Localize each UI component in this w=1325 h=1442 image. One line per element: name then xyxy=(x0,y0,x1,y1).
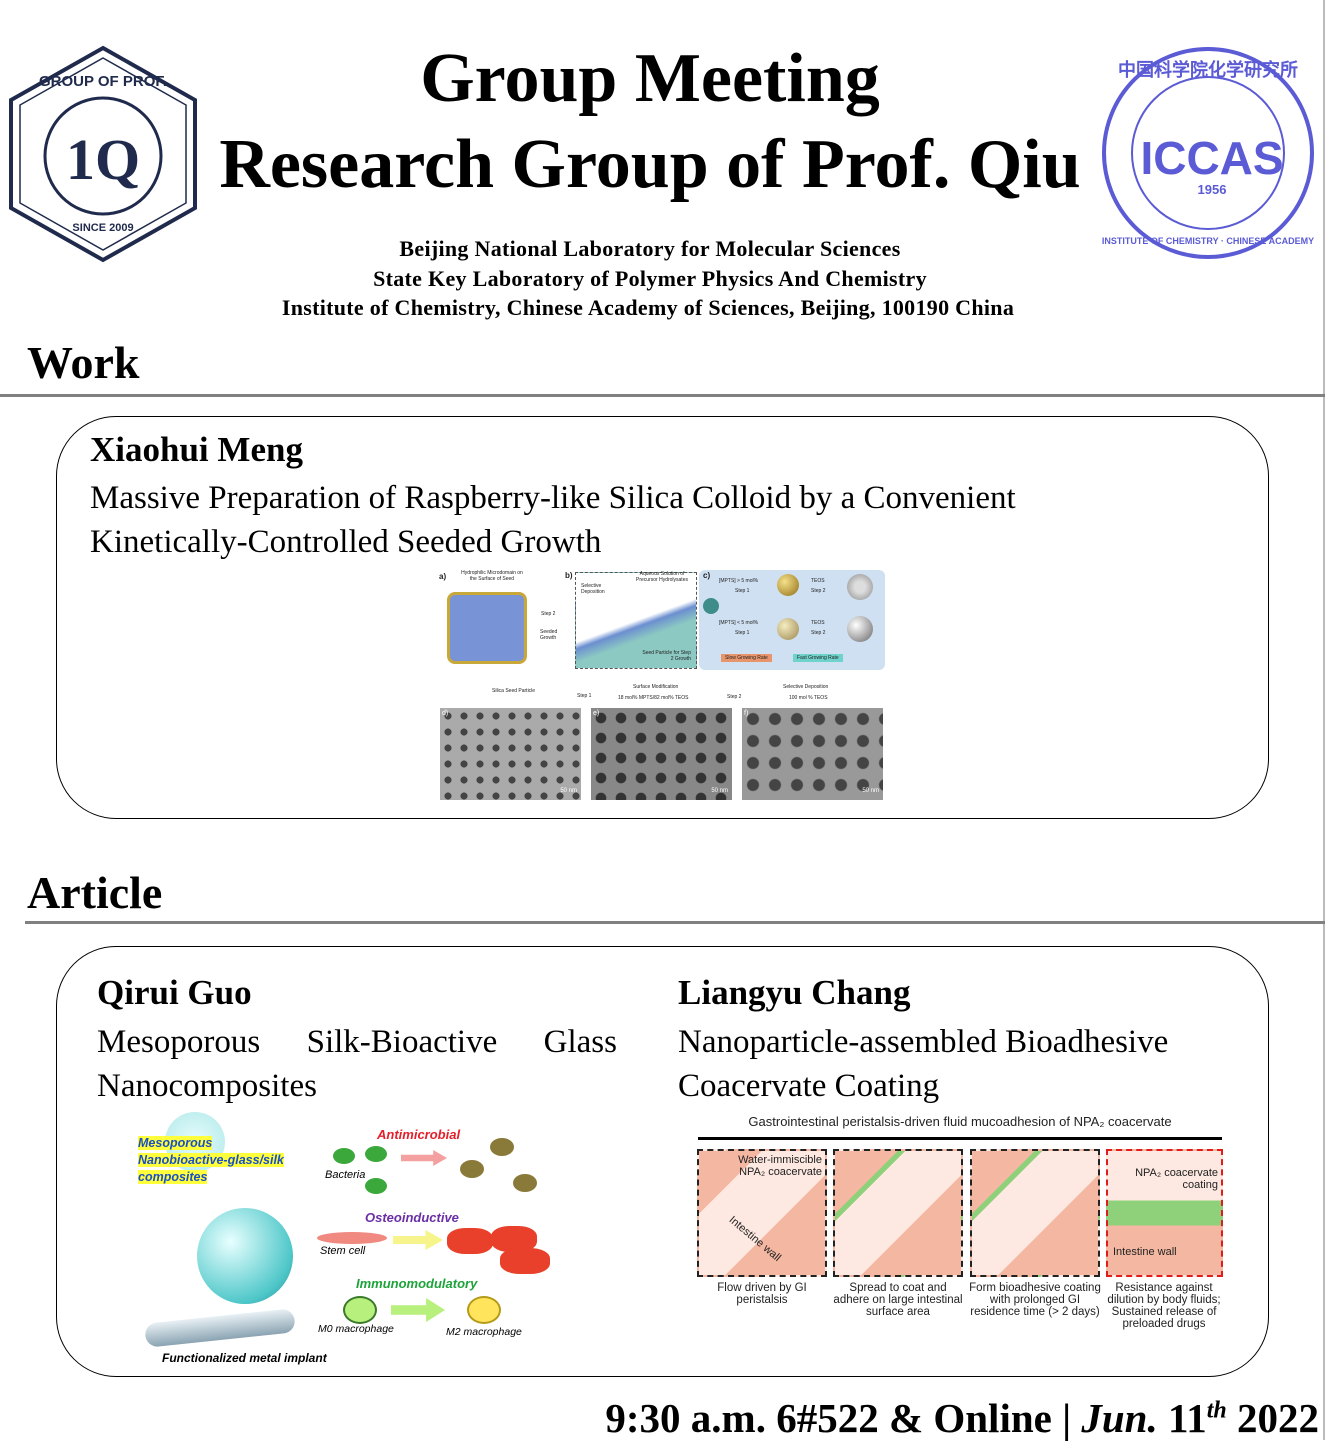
article-right-title-line2: Coacervate Coating xyxy=(678,1068,940,1104)
panel-4: NPA₂ coacervate coating Intestine wall xyxy=(1106,1149,1223,1277)
panel-b-image xyxy=(575,572,697,669)
nanocomposite-sphere xyxy=(197,1208,293,1304)
page-border xyxy=(1323,0,1325,1440)
work-title-line2: Kinetically-Controlled Seeded Growth xyxy=(90,524,602,560)
caption-4: Resistance against dilution by body flui… xyxy=(1107,1282,1221,1330)
work-presenter: Xiaohui Meng xyxy=(90,430,303,469)
figure-header: Gastrointestinal peristalsis-driven flui… xyxy=(748,1114,1172,1129)
svg-text:1Q: 1Q xyxy=(66,127,140,192)
work-title-line1: Massive Preparation of Raspberry-like Si… xyxy=(90,480,1016,516)
article-left-figure: Mesoporous Nanobioactive-glass/silk comp… xyxy=(135,1108,565,1370)
work-figure: a) Hydrophilic Microdomain on the Surfac… xyxy=(437,567,887,802)
article-right-title-line1: Nanoparticle-assembled Bioadhesive xyxy=(678,1024,1169,1060)
svg-text:1956: 1956 xyxy=(1198,182,1227,197)
svg-text:ICCAS: ICCAS xyxy=(1140,132,1283,184)
b-note: Seed Particle for Step 2 Growth xyxy=(642,650,691,662)
caption-1: Flow driven by GI peristalsis xyxy=(717,1282,807,1306)
group-title: Research Group of Prof. Qiu xyxy=(219,126,1081,203)
group-logo: 1Q GROUP OF PROF. SINCE 2009 xyxy=(9,45,197,263)
flow-arrow xyxy=(698,1137,1222,1140)
meeting-month: Jun. xyxy=(1081,1395,1158,1441)
article-right-figure: Gastrointestinal peristalsis-driven flui… xyxy=(694,1112,1226,1344)
article-card xyxy=(56,946,1269,1377)
panel-b-label: b) xyxy=(565,571,573,580)
panel-2 xyxy=(833,1149,963,1277)
work-heading: Work xyxy=(27,337,140,388)
work-card xyxy=(56,416,1269,819)
day-suffix: th xyxy=(1206,1397,1227,1424)
caption-2: Spread to coat and adhere on large intes… xyxy=(833,1282,963,1318)
svg-text:中国科学院化学研究所: 中国科学院化学研究所 xyxy=(1118,59,1298,80)
panel-a-note: Hydrophilic Microdomain on the Surface o… xyxy=(461,570,523,582)
arrow1b-label: Seeded Growth xyxy=(540,629,558,641)
arrow1-label: Step 2 xyxy=(541,611,556,617)
meeting-title: Group Meeting xyxy=(420,40,880,117)
meeting-day: 11 xyxy=(1157,1395,1207,1441)
article-left-presenter: Qirui Guo xyxy=(97,973,252,1012)
meeting-year: 2022 xyxy=(1226,1395,1319,1441)
b-note: Aqueous Solution of Precursor Hydrolysat… xyxy=(636,571,688,583)
b-note: Selective Deposition xyxy=(581,583,605,595)
caption-3: Form bioadhesive coating with prolonged … xyxy=(969,1282,1101,1318)
svg-text:SINCE 2009: SINCE 2009 xyxy=(72,222,133,234)
affiliation-1: Beijing National Laboratory for Molecula… xyxy=(399,236,901,261)
metal-implant xyxy=(144,1308,296,1348)
article-right-presenter: Liangyu Chang xyxy=(678,973,911,1012)
meeting-info: 9:30 a.m. 6#522 & Online | Jun. 11th 202… xyxy=(605,1394,1319,1442)
svg-text:INSTITUTE OF CHEMISTRY · CHINE: INSTITUTE OF CHEMISTRY · CHINESE ACADEMY xyxy=(1102,236,1314,246)
panel-3 xyxy=(970,1149,1100,1277)
panel-1: Water-immiscible NPA₂ coacervate Intesti… xyxy=(697,1149,827,1277)
article-heading: Article xyxy=(27,867,163,918)
svg-text:GROUP OF PROF.: GROUP OF PROF. xyxy=(39,73,167,90)
iccas-logo: 中国科学院化学研究所 ICCAS 1956 INSTITUTE OF CHEMI… xyxy=(1102,47,1314,259)
article-left-title-line1: Mesoporous Silk-Bioactive Glass xyxy=(97,1024,617,1060)
meeting-time-location: 9:30 a.m. 6#522 & Online | xyxy=(605,1395,1082,1441)
tem-image-e: e)50 nm xyxy=(591,708,732,800)
panel-c-label: c) xyxy=(703,571,711,580)
article-divider xyxy=(25,921,1325,924)
seed-surface-image xyxy=(447,592,527,664)
article-left-title-line2: Nanocomposites xyxy=(97,1068,317,1104)
panel-a-label: a) xyxy=(439,572,447,581)
panel-c-image: [MPTS] > 5 mol% Step 1 [MPTS] < 5 mol% S… xyxy=(699,570,885,670)
tem-image-d: d)50 nm xyxy=(440,708,581,800)
affiliation-3: Institute of Chemistry, Chinese Academy … xyxy=(281,295,1015,320)
affiliation-2: State Key Laboratory of Polymer Physics … xyxy=(373,266,927,291)
tem-image-f: f)50 nm xyxy=(742,708,883,800)
work-divider xyxy=(0,394,1325,397)
